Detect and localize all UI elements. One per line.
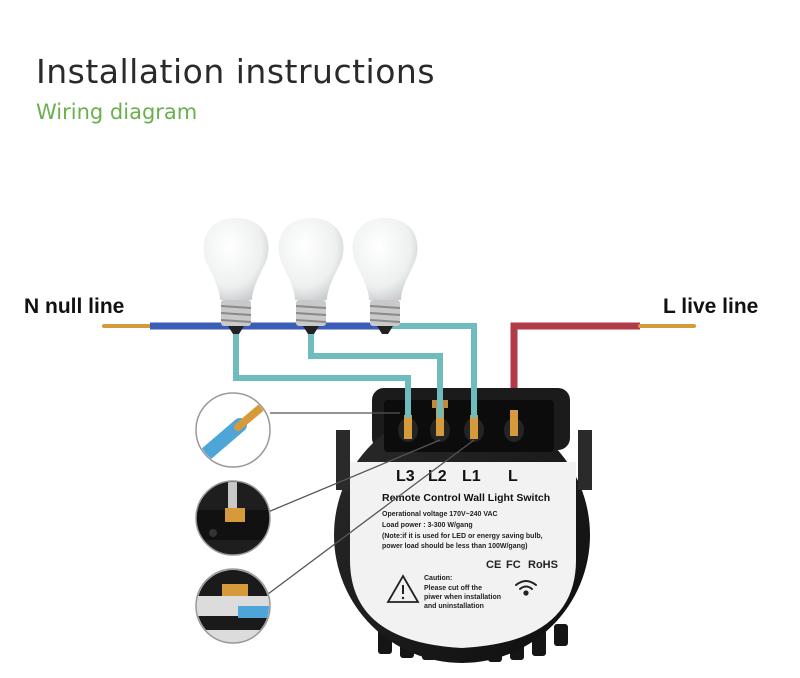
page-title: Installation instructions — [36, 52, 436, 91]
light-bulb-icon — [203, 218, 269, 334]
panel-load: Load power : 3-300 W/gang — [382, 522, 473, 529]
callout-lines — [267, 412, 475, 595]
light-bulb-icon — [278, 218, 344, 334]
warning-triangle-icon — [386, 574, 420, 603]
caution-line2: piwer when installation — [424, 594, 501, 601]
panel-note-line1: (Note:if it is used for LED or energy sa… — [382, 533, 543, 540]
terminal-label-l: L — [508, 468, 518, 485]
switch-module — [334, 388, 592, 663]
caution-line3: and uninstallation — [424, 603, 484, 610]
page-subtitle: Wiring diagram — [36, 100, 198, 124]
panel-note-line2: power load should be less than 100W/gang… — [382, 543, 527, 550]
fc-mark: FC — [506, 559, 521, 571]
caution-line1: Please cut off the — [424, 585, 482, 592]
rohs-mark: RoHS — [528, 559, 558, 571]
inset-screw-terminal — [195, 480, 271, 556]
terminal-label-l3: L3 — [396, 468, 415, 485]
load-wires — [233, 323, 477, 418]
inset-wire-inserted — [195, 568, 271, 644]
caution-title: Caution: — [424, 575, 452, 582]
light-bulb-icon — [352, 218, 418, 334]
ce-mark: CE — [486, 559, 501, 571]
terminal-label-l2: L2 — [428, 468, 447, 485]
panel-voltage: Operational voltage 170V~240 VAC — [382, 511, 498, 518]
inset-stripped-wire — [195, 392, 271, 468]
switch-panel-title: Remote Control Wall Light Switch — [382, 492, 550, 504]
live-line-label: L live line — [663, 295, 759, 318]
neutral-line-label: N null line — [24, 295, 125, 318]
terminal-label-l1: L1 — [462, 468, 481, 485]
wifi-icon — [515, 580, 537, 596]
